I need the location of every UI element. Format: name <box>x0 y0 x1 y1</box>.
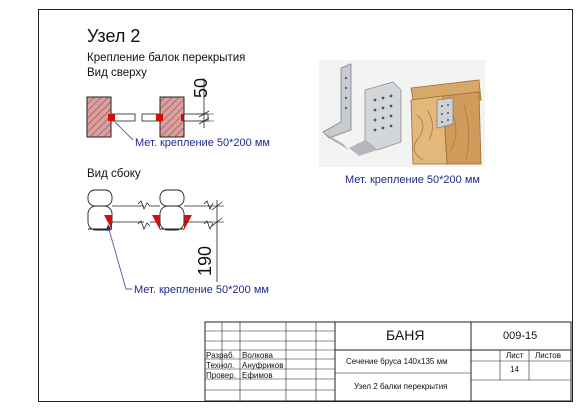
bracket-side-mid <box>152 215 160 230</box>
stamp-sheets-label: Листов <box>535 351 561 360</box>
stamp-subtitle: Сечение бруса 140х135 мм <box>346 357 448 366</box>
stamp-code: 009-15 <box>503 330 538 342</box>
bracket-side-left <box>104 215 112 230</box>
callout-side: Мет. крепление 50*200 мм <box>134 284 269 296</box>
stamp-drawing-name: Узел 2 балки перекрытия <box>354 382 448 391</box>
bracket-side-right <box>184 215 192 230</box>
stamp-name: Ефимов <box>242 371 273 380</box>
leader-top <box>114 121 134 141</box>
stamp-name: Волкова <box>242 351 273 360</box>
view-top-label: Вид сверху <box>87 67 147 79</box>
bracket-photo <box>319 60 485 167</box>
side-view-drawing <box>87 189 224 290</box>
stamp-project: БАНЯ <box>386 327 425 343</box>
stamp-role: Провер. <box>206 371 236 380</box>
stamp-role: Технол. <box>206 361 235 370</box>
bracket-illustration <box>322 63 482 165</box>
callout-top: Мет. крепление 50*200 мм <box>135 137 270 149</box>
log-section-left <box>86 96 112 138</box>
title-block-grid <box>204 321 572 402</box>
bracket-top-left <box>108 114 115 121</box>
stamp-name: Ануфриков <box>242 361 284 370</box>
dimension-side: 190 <box>195 245 215 276</box>
section-title: Крепление балок перекрытия <box>87 52 246 64</box>
top-view-drawing <box>86 78 214 141</box>
leader-side <box>107 225 132 290</box>
stamp-sheet-number: 14 <box>510 365 519 374</box>
drawing-title: Узел 2 <box>87 26 141 46</box>
view-side-label: Вид сбоку <box>87 168 141 180</box>
log-section-right <box>159 96 185 138</box>
stamp-sheet-label: Лист <box>506 351 524 360</box>
bracket-top-mid <box>156 114 163 121</box>
dimension-top: 50 <box>191 77 211 98</box>
stamp-role: Разраб. <box>206 351 235 360</box>
photo-caption: Мет. крепление 50*200 мм <box>345 174 480 186</box>
